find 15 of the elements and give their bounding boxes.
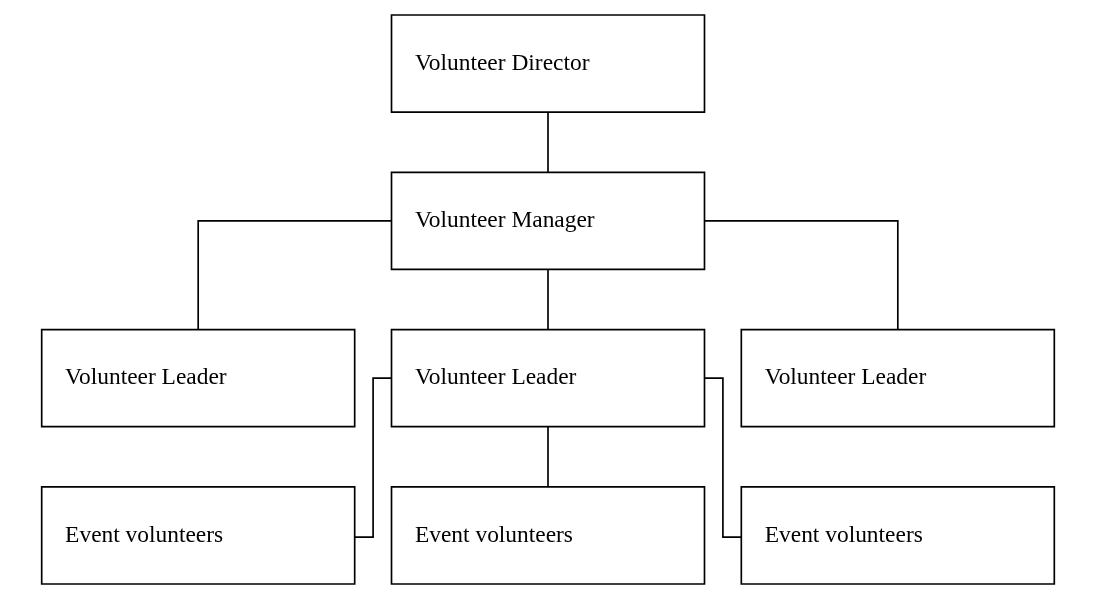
connector [547, 111, 549, 173]
node-box: Volunteer Leader [740, 328, 1056, 428]
node-box: Event volunteers [40, 486, 356, 585]
connector [197, 220, 392, 331]
connector [704, 377, 742, 538]
node-box: Volunteer Leader [390, 328, 706, 428]
connector [704, 220, 899, 331]
node-box: Event volunteers [740, 486, 1056, 585]
node-box: Volunteer Leader [40, 328, 356, 428]
node-box: Volunteer Manager [390, 171, 706, 271]
node-box: Volunteer Director [390, 14, 706, 113]
node-box: Event volunteers [390, 486, 706, 585]
connector [354, 377, 392, 538]
connector [547, 426, 549, 488]
connector [547, 268, 549, 331]
